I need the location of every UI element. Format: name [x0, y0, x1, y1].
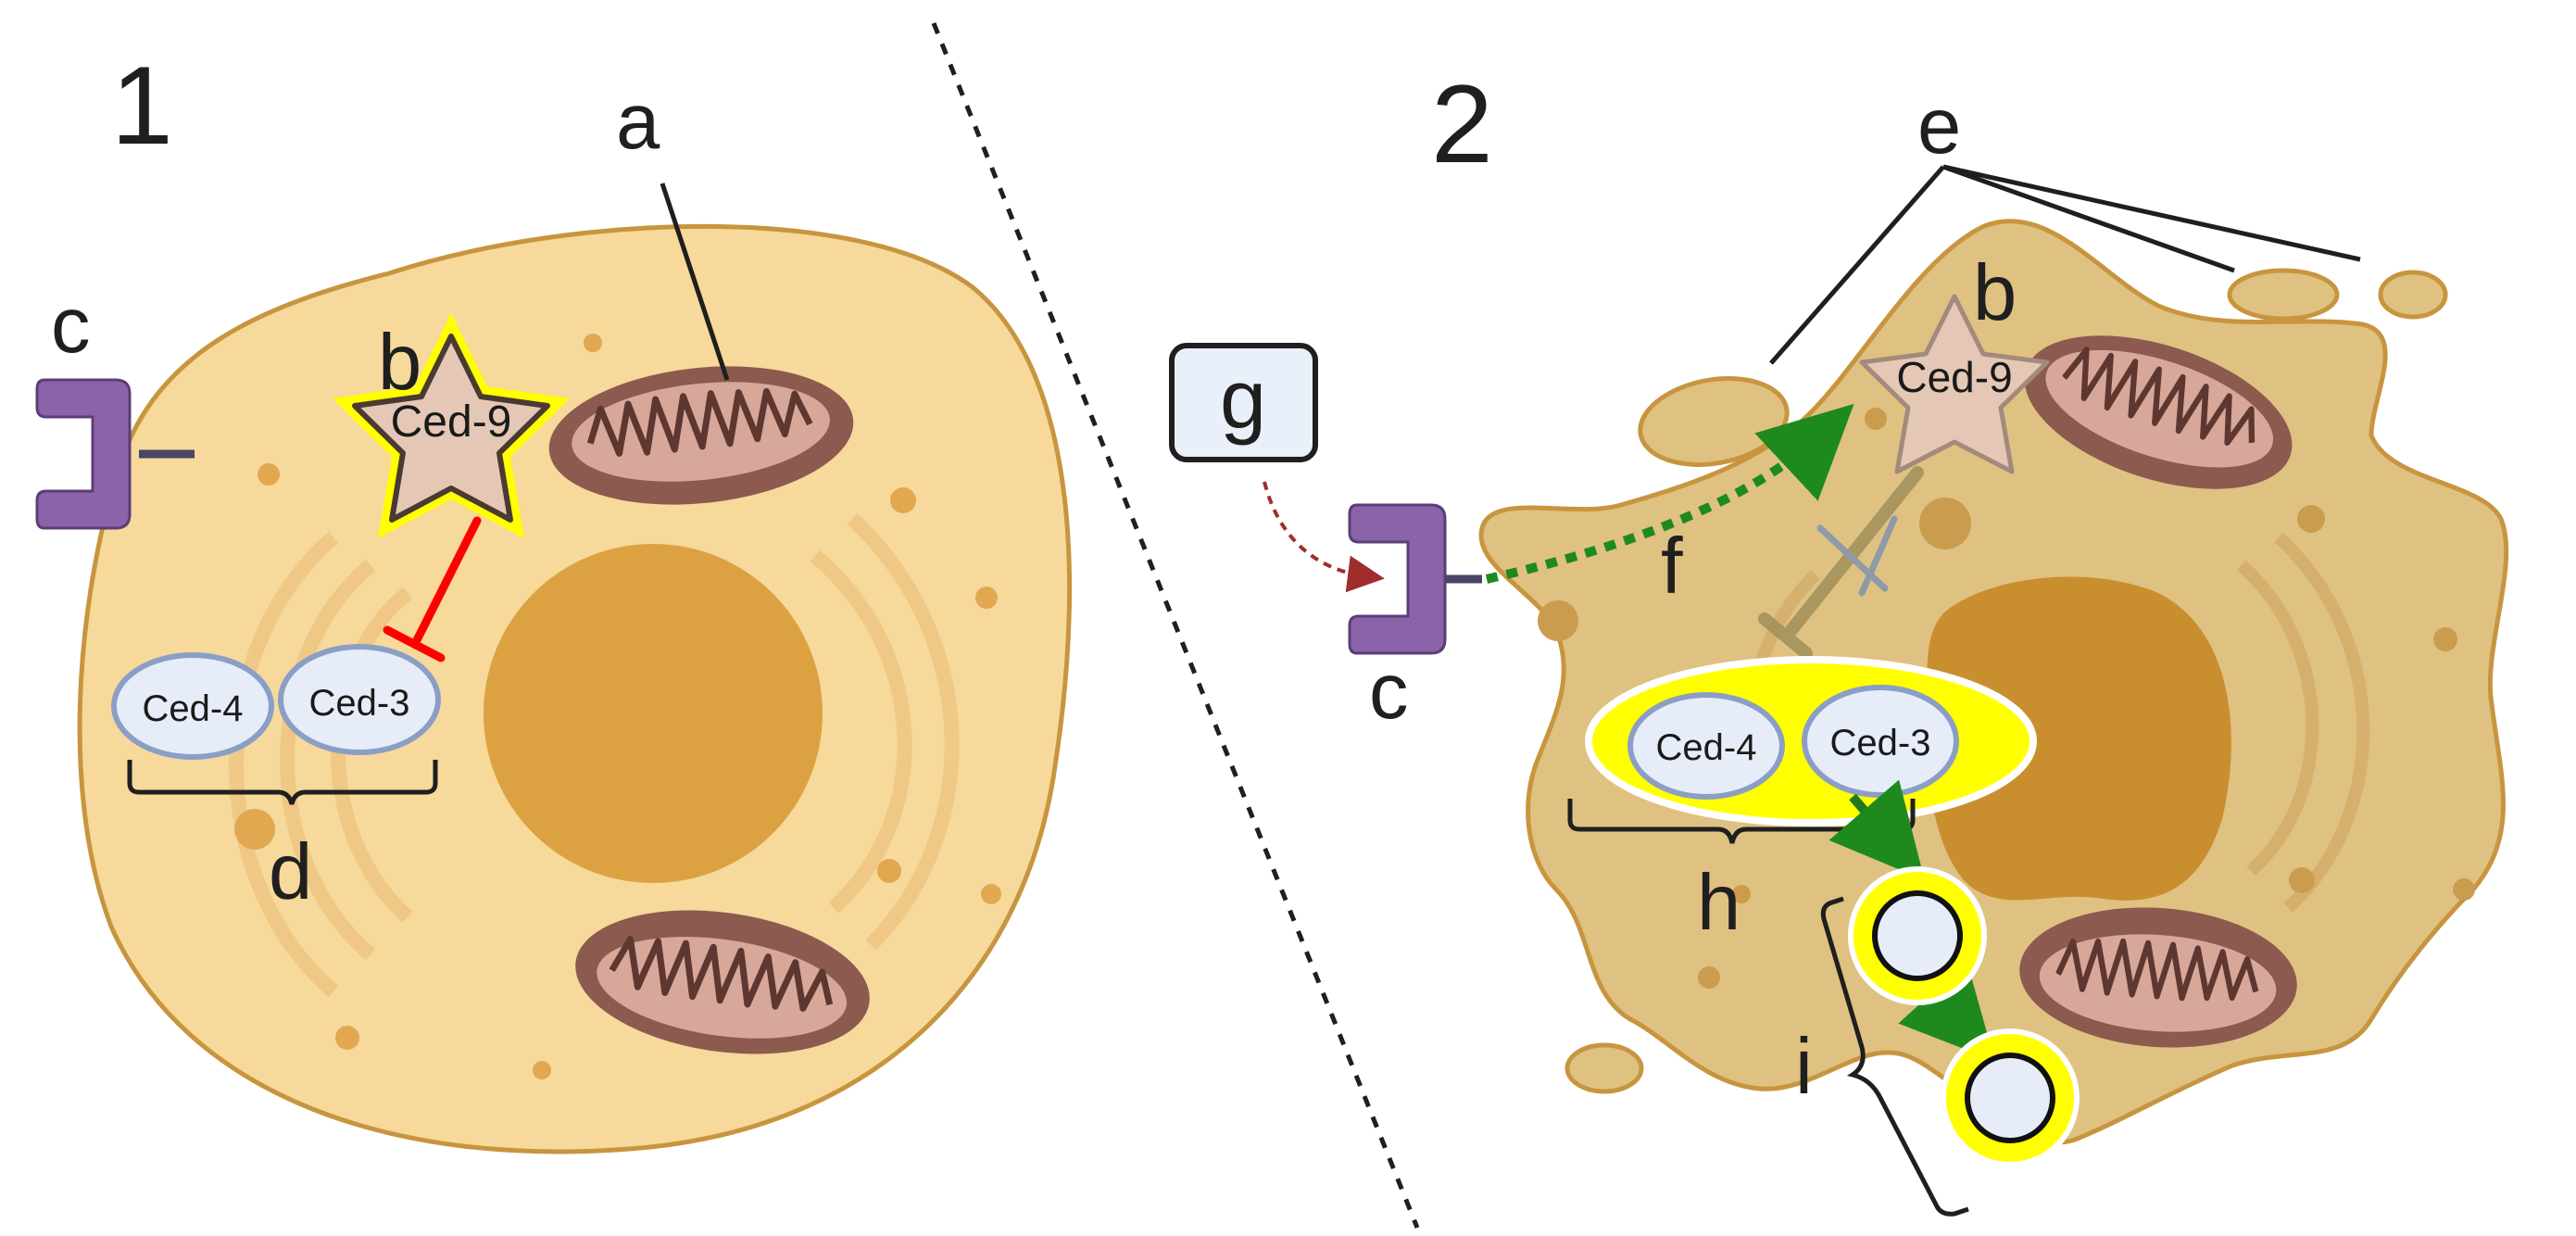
mitochondrion-bottom-left [575, 910, 870, 1054]
nucleus-apoptotic [1927, 576, 2231, 901]
nucleus-healthy [484, 544, 823, 883]
ced9-star-right: Ced-9 [1859, 294, 2050, 474]
ced4-label-right: Ced-4 [1656, 727, 1757, 768]
ced3-label-left: Ced-3 [309, 683, 410, 724]
label-g: g [1220, 354, 1266, 447]
ced4-left: Ced-4 [111, 652, 274, 760]
label-e: e [1917, 82, 1961, 170]
ced9-label-left: Ced-9 [391, 397, 512, 447]
receptor-right [1348, 503, 1447, 655]
ced9-star-left: Ced-9 [333, 313, 570, 538]
brace-d [127, 760, 438, 805]
receptor-left [35, 378, 132, 530]
mitochondrion-bottom-right [2019, 907, 2297, 1048]
label-e-leader-lines [1769, 164, 2361, 365]
label-d: d [269, 828, 312, 916]
panel-divider [931, 22, 1420, 1229]
brace-i [1820, 896, 1969, 1217]
panel-number-2: 2 [1431, 62, 1493, 186]
label-a: a [616, 78, 660, 166]
ced3-right: Ced-3 [1802, 685, 1959, 798]
ced3-left: Ced-3 [278, 644, 441, 755]
label-a-leader-line [660, 183, 730, 381]
block-x-icon [1816, 515, 1898, 597]
label-b-left: b [378, 319, 421, 407]
panel-2: 2 [1169, 62, 2509, 1217]
activated-caspase-2 [1941, 1028, 2080, 1167]
label-f: f [1661, 523, 1683, 611]
panel-1: 1 [35, 44, 1073, 1154]
label-h: h [1697, 859, 1740, 947]
blocked-inhibition [1758, 466, 1924, 660]
mitochondrion-top-left [548, 366, 854, 505]
activated-caspase-1 [1848, 866, 1987, 1005]
signal-box-g: g [1169, 343, 1318, 462]
label-c-right: c [1369, 648, 1409, 736]
apoptotic-blebs [1564, 268, 2448, 1094]
label-i: i [1795, 1023, 1813, 1111]
ced4-label-left: Ced-4 [143, 688, 244, 729]
ced3-label-right: Ced-3 [1830, 723, 1931, 763]
ced4-right: Ced-4 [1627, 692, 1785, 800]
signal-arrow-g-to-c [1263, 481, 1385, 593]
panel-number-1: 1 [111, 44, 173, 168]
ced9-label-right: Ced-9 [1896, 353, 2012, 401]
activation-arrow-f [1485, 403, 1854, 584]
label-c-left: c [51, 282, 91, 370]
label-b-right: b [1973, 249, 2017, 337]
inhibition-arrow [383, 516, 482, 662]
mitochondrion-top-right [2024, 335, 2293, 489]
